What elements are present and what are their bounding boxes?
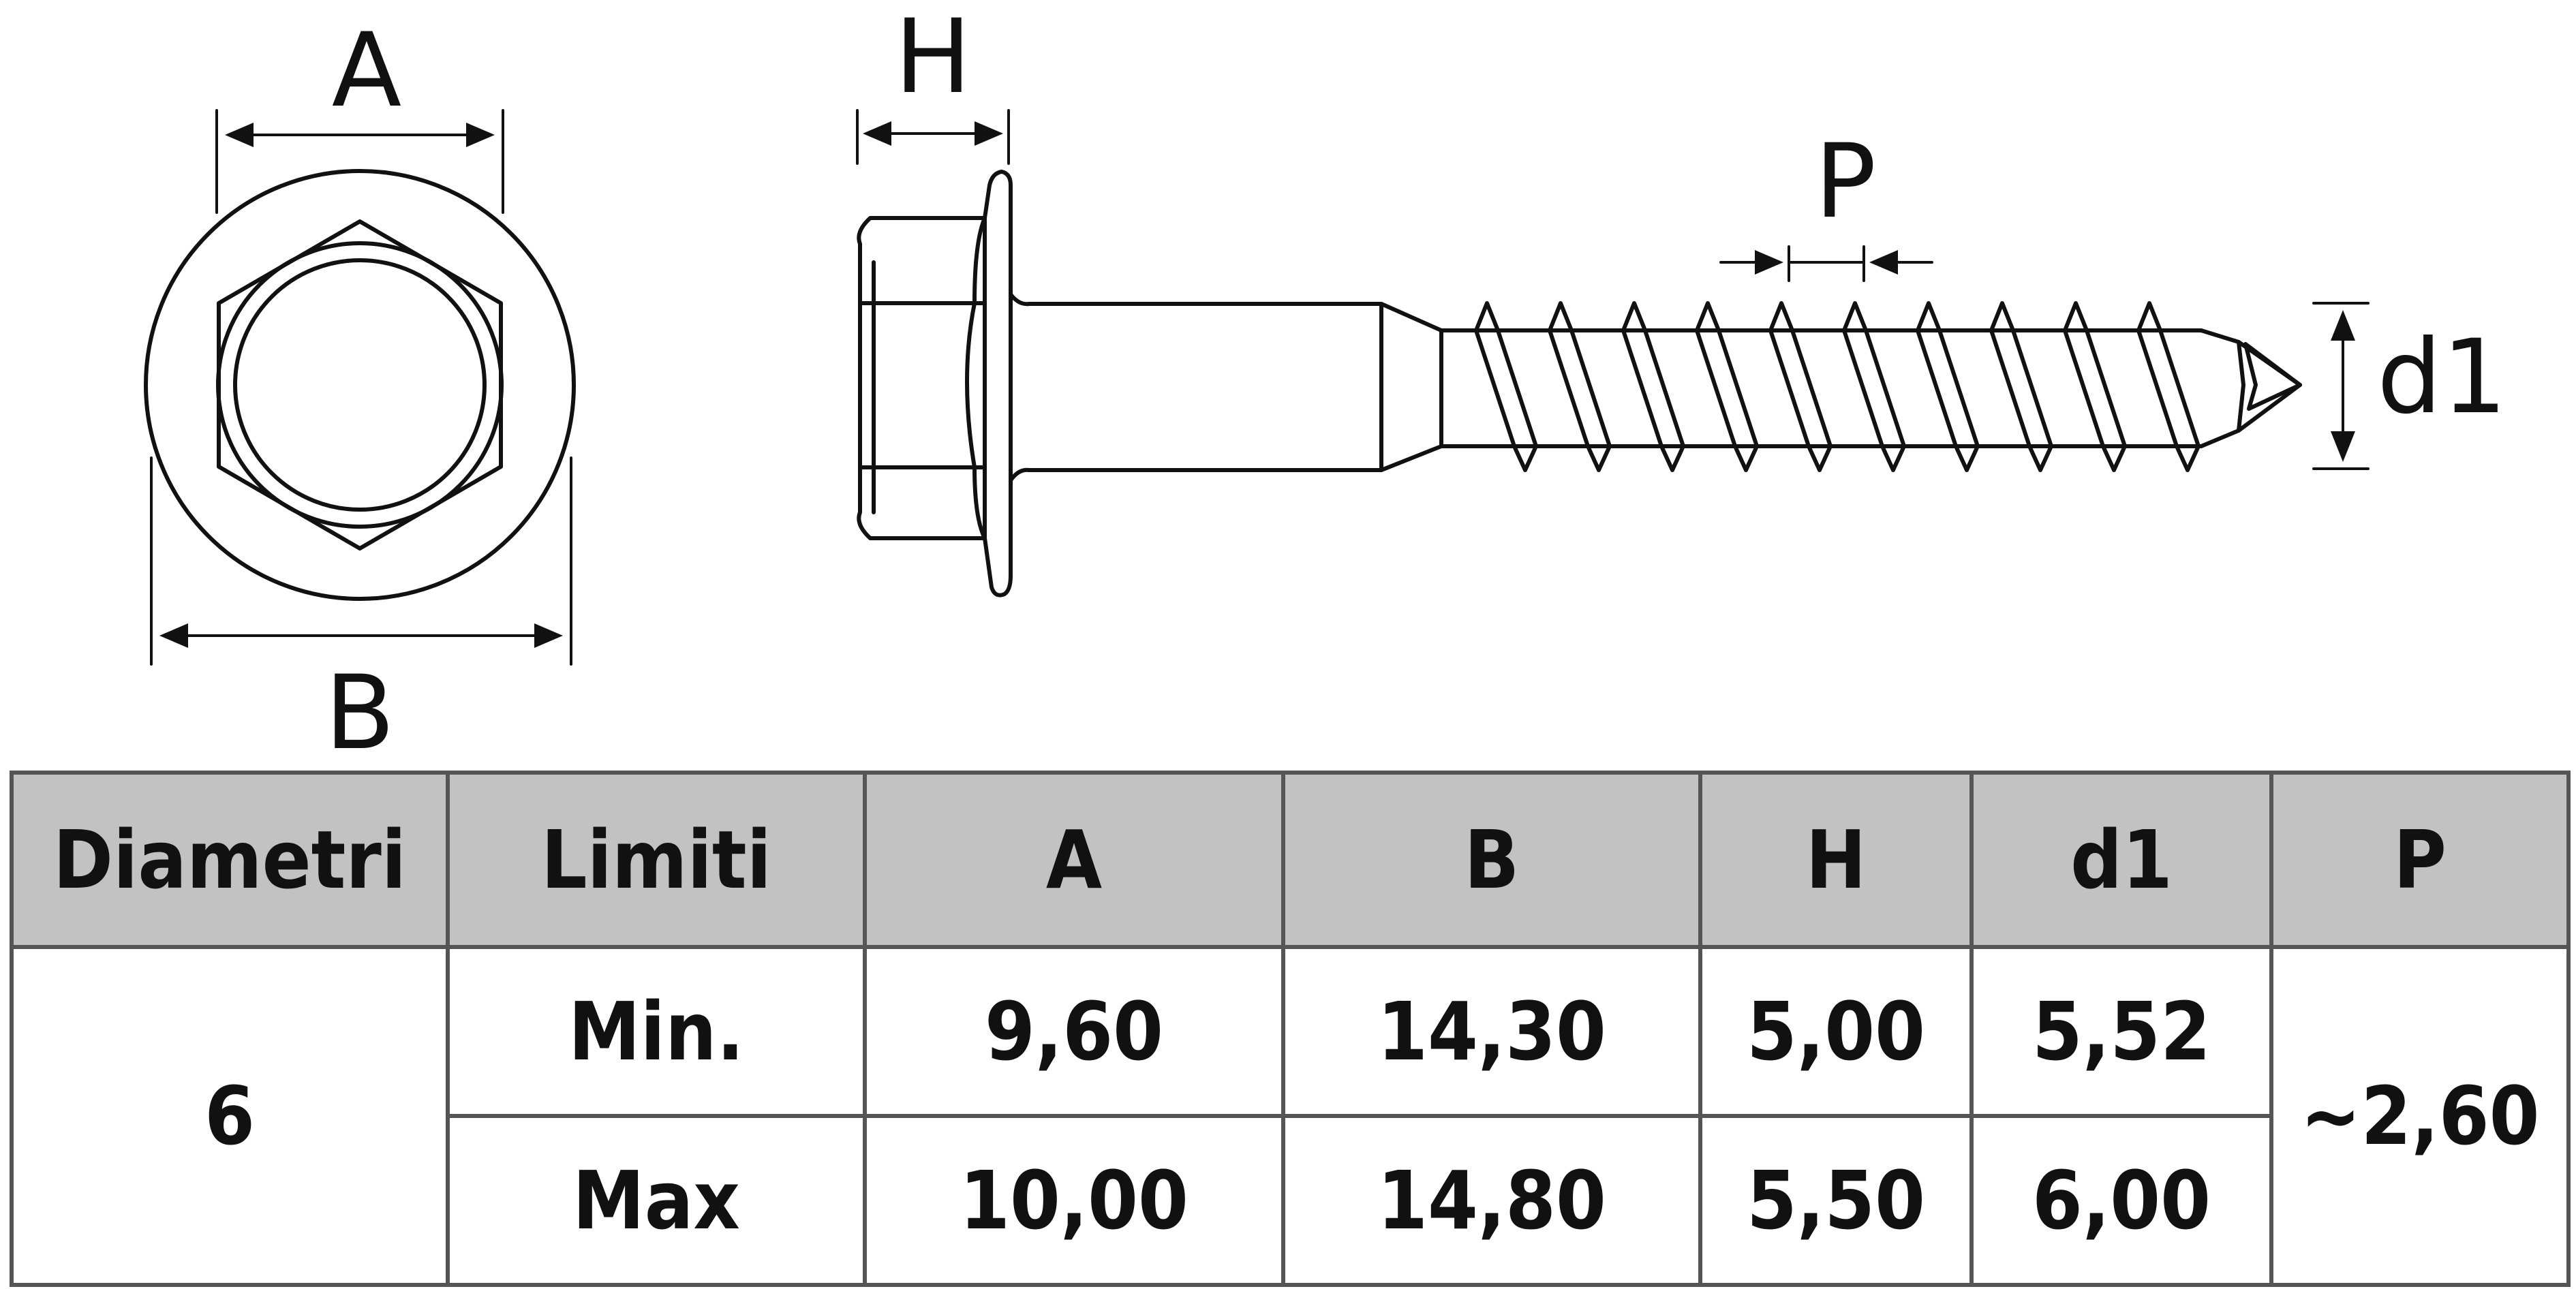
- cell-p-value: ~2,60: [2269, 945, 2571, 1287]
- thread-crest: [1768, 301, 1833, 472]
- hex-outline: [217, 219, 503, 550]
- thread-crests: [1474, 301, 2201, 472]
- flange: [965, 170, 1013, 597]
- dimension-d1: d1: [2312, 302, 2507, 470]
- label-a: A: [332, 12, 402, 130]
- table-header-row: Diametri Limiti A B H d1 P: [10, 771, 2571, 949]
- head-front-view: [144, 169, 576, 601]
- header-diametri: Diametri: [10, 771, 450, 949]
- hex-chamfer-circle: [216, 241, 504, 529]
- thread-crest: [2063, 301, 2127, 472]
- cell-a-max: 10,00: [863, 1114, 1285, 1287]
- hex-head: [857, 216, 987, 540]
- header-b: B: [1281, 771, 1702, 949]
- thread-crest: [1842, 301, 1906, 472]
- header-limiti: Limiti: [446, 771, 867, 949]
- label-h: H: [895, 0, 972, 117]
- inner-circle: [233, 258, 487, 512]
- thread-crest: [1695, 301, 1759, 472]
- label-b: B: [325, 654, 395, 773]
- thread-crest: [1621, 301, 1685, 472]
- thread-crest: [1916, 301, 1980, 472]
- dimension-a: A: [215, 12, 504, 214]
- label-d1: d1: [2377, 318, 2507, 437]
- cell-d1-max: 6,00: [1969, 1114, 2273, 1287]
- table-row: 6 Min. 9,60 14,30 5,00 5,52 ~2,60: [10, 945, 2571, 1287]
- cell-b-max: 14,80: [1281, 1114, 1702, 1287]
- table-row: Max 10,00 14,80 5,50 6,00: [12, 1114, 2569, 1287]
- header-d1: d1: [1969, 771, 2273, 949]
- header-a: A: [863, 771, 1285, 949]
- screw-side-view: [857, 170, 2302, 597]
- header-p: P: [2269, 771, 2571, 949]
- header-h: H: [1698, 771, 1974, 949]
- dimensions-table: Diametri Limiti A B H d1 P 6 Min. 9,60 1…: [10, 771, 2571, 1287]
- thread-crest: [1548, 301, 1612, 472]
- thread-crest: [1474, 301, 1538, 472]
- cell-limit-max: Max: [446, 1114, 867, 1287]
- dimension-p: P: [1719, 123, 1933, 282]
- cell-diameter: 6: [10, 945, 450, 1287]
- shank: [1009, 292, 1383, 482]
- cell-limit-min: Min.: [446, 945, 867, 1118]
- label-p: P: [1815, 123, 1876, 241]
- cell-h-max: 5,50: [1698, 1114, 1974, 1287]
- dimension-h: H: [856, 0, 1010, 165]
- cell-b-min: 14,30: [1281, 945, 1702, 1118]
- cell-a-min: 9,60: [863, 945, 1285, 1118]
- flange-outer-circle: [144, 169, 576, 601]
- cell-h-min: 5,00: [1698, 945, 1974, 1118]
- cell-d1-min: 5,52: [1969, 945, 2273, 1118]
- dimension-b: B: [150, 456, 572, 773]
- thread-crest: [2136, 301, 2201, 472]
- thread-crest: [1989, 301, 2053, 472]
